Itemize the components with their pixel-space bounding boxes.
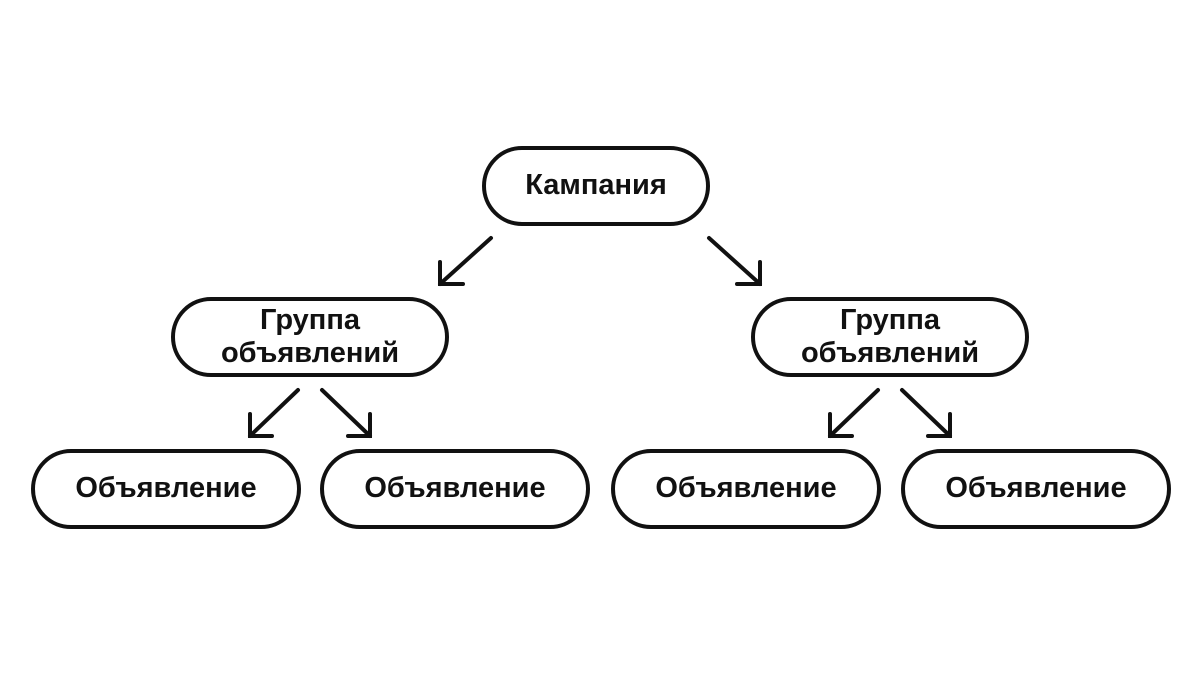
- ad-group-node-left: Группа объявлений: [171, 297, 449, 377]
- ad-label: Объявление: [945, 472, 1127, 505]
- arrow-root-to-group-right: [707, 236, 762, 286]
- ad-label: Объявление: [364, 472, 546, 505]
- ad-node-2: Объявление: [320, 449, 590, 529]
- arrow-group-left-to-ad-2: [320, 388, 372, 438]
- campaign-node: Кампания: [482, 146, 710, 226]
- ad-group-label-line1: Группа: [260, 303, 360, 336]
- ad-group-label-line2: объявлений: [220, 337, 400, 369]
- arrow-group-right-to-ad-4: [900, 388, 952, 438]
- ad-node-3: Объявление: [611, 449, 881, 529]
- ad-label: Объявление: [655, 472, 837, 505]
- ad-node-1: Объявление: [31, 449, 301, 529]
- arrow-group-left-to-ad-1: [248, 388, 300, 438]
- ad-label: Объявление: [75, 472, 257, 505]
- ad-group-node-right: Группа объявлений: [751, 297, 1029, 377]
- campaign-label: Кампания: [525, 169, 667, 202]
- arrow-group-right-to-ad-3: [828, 388, 880, 438]
- ad-group-label-line2: объявлений: [800, 337, 980, 369]
- ad-node-4: Объявление: [901, 449, 1171, 529]
- arrow-root-to-group-left: [438, 236, 493, 286]
- ad-group-label-line1: Группа: [840, 303, 940, 336]
